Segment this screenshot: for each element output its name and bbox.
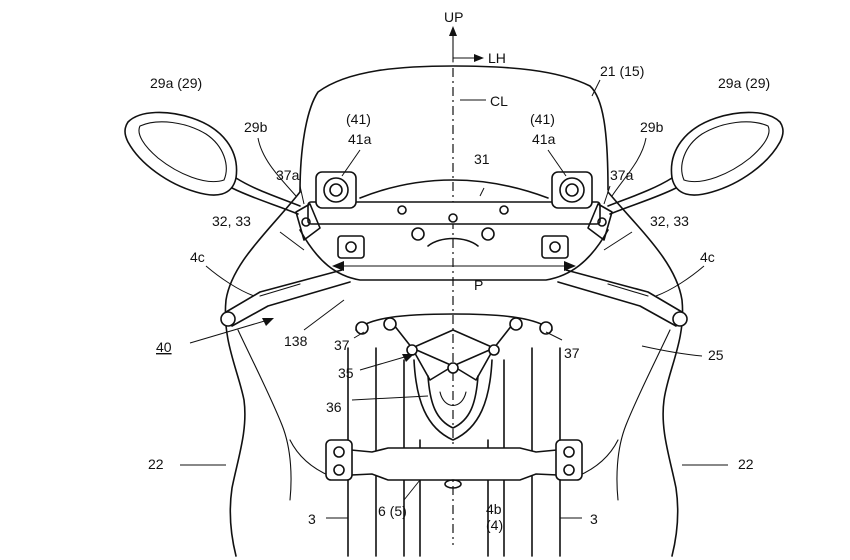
label-4: (4): [486, 517, 503, 533]
label-6-5: 6 (5): [378, 503, 407, 519]
lower-side-left: [289, 439, 331, 477]
label-35: 35: [338, 365, 354, 381]
label-37a-left: 37a: [276, 167, 300, 183]
bracket-37a-right: [587, 203, 613, 241]
label-stay-right: 29b: [640, 119, 664, 135]
label-36: 36: [326, 399, 342, 415]
label-37-right: 37: [564, 345, 580, 361]
windscreen: [299, 65, 609, 193]
inner-fairing-left: [237, 329, 292, 501]
bracket-37a-left: [295, 203, 321, 241]
label-37a-right: 37a: [610, 167, 634, 183]
truss-35: [355, 313, 553, 381]
label-37-left: 37: [334, 337, 350, 353]
bolt-left-41a: [315, 171, 357, 209]
panel-31: [359, 179, 549, 199]
label-bolt-left: 41a: [348, 131, 372, 147]
lower-side-right: [577, 439, 619, 477]
bar-fasteners: [337, 205, 569, 259]
label-bolt-right: 41a: [532, 131, 556, 147]
outer-fairing-left: [224, 191, 301, 557]
label-4c-right: 4c: [700, 249, 715, 265]
label-mirror-right: 29a (29): [718, 75, 770, 91]
label-assembly-40: 40: [156, 339, 172, 355]
label-pitch-p: P: [474, 277, 483, 293]
label-32-33-left: 32, 33: [212, 213, 251, 229]
bottom-bridge-4b: [325, 439, 583, 489]
inner-fairing-right: [616, 329, 671, 501]
outer-fairing-right: [607, 191, 684, 557]
label-4c-left: 4c: [190, 249, 205, 265]
label-4b: 4b: [486, 501, 502, 517]
label-22-right: 22: [738, 456, 754, 472]
mirror-right: [607, 111, 784, 215]
bolt-right-41a: [551, 171, 593, 209]
label-3-left: 3: [308, 511, 316, 527]
label-up: UP: [444, 9, 463, 25]
label-cl: CL: [490, 93, 508, 109]
label-panel-31: 31: [474, 151, 490, 167]
center-cover-36: [413, 359, 493, 441]
leader-lines: [180, 79, 728, 519]
pipe-4c-left: [220, 269, 351, 327]
label-windscreen: 21 (15): [600, 63, 644, 79]
label-32-33-right: 32, 33: [650, 213, 689, 229]
label-mirror-left: 29a (29): [150, 75, 202, 91]
label-138: 138: [284, 333, 308, 349]
pipe-4c-right: [557, 269, 688, 327]
label-bolt-left-ref: (41): [346, 111, 371, 127]
label-3-right: 3: [590, 511, 598, 527]
panel-31-body: [299, 229, 609, 281]
cross-bar: [307, 201, 601, 225]
label-22-left: 22: [148, 456, 164, 472]
label-bolt-right-ref: (41): [530, 111, 555, 127]
direction-indicator: [449, 26, 484, 63]
label-lh: LH: [488, 50, 506, 66]
label-25: 25: [708, 347, 724, 363]
label-stay-left: 29b: [244, 119, 268, 135]
pitch-dimension: [332, 261, 576, 271]
mirror-left: [124, 111, 301, 215]
